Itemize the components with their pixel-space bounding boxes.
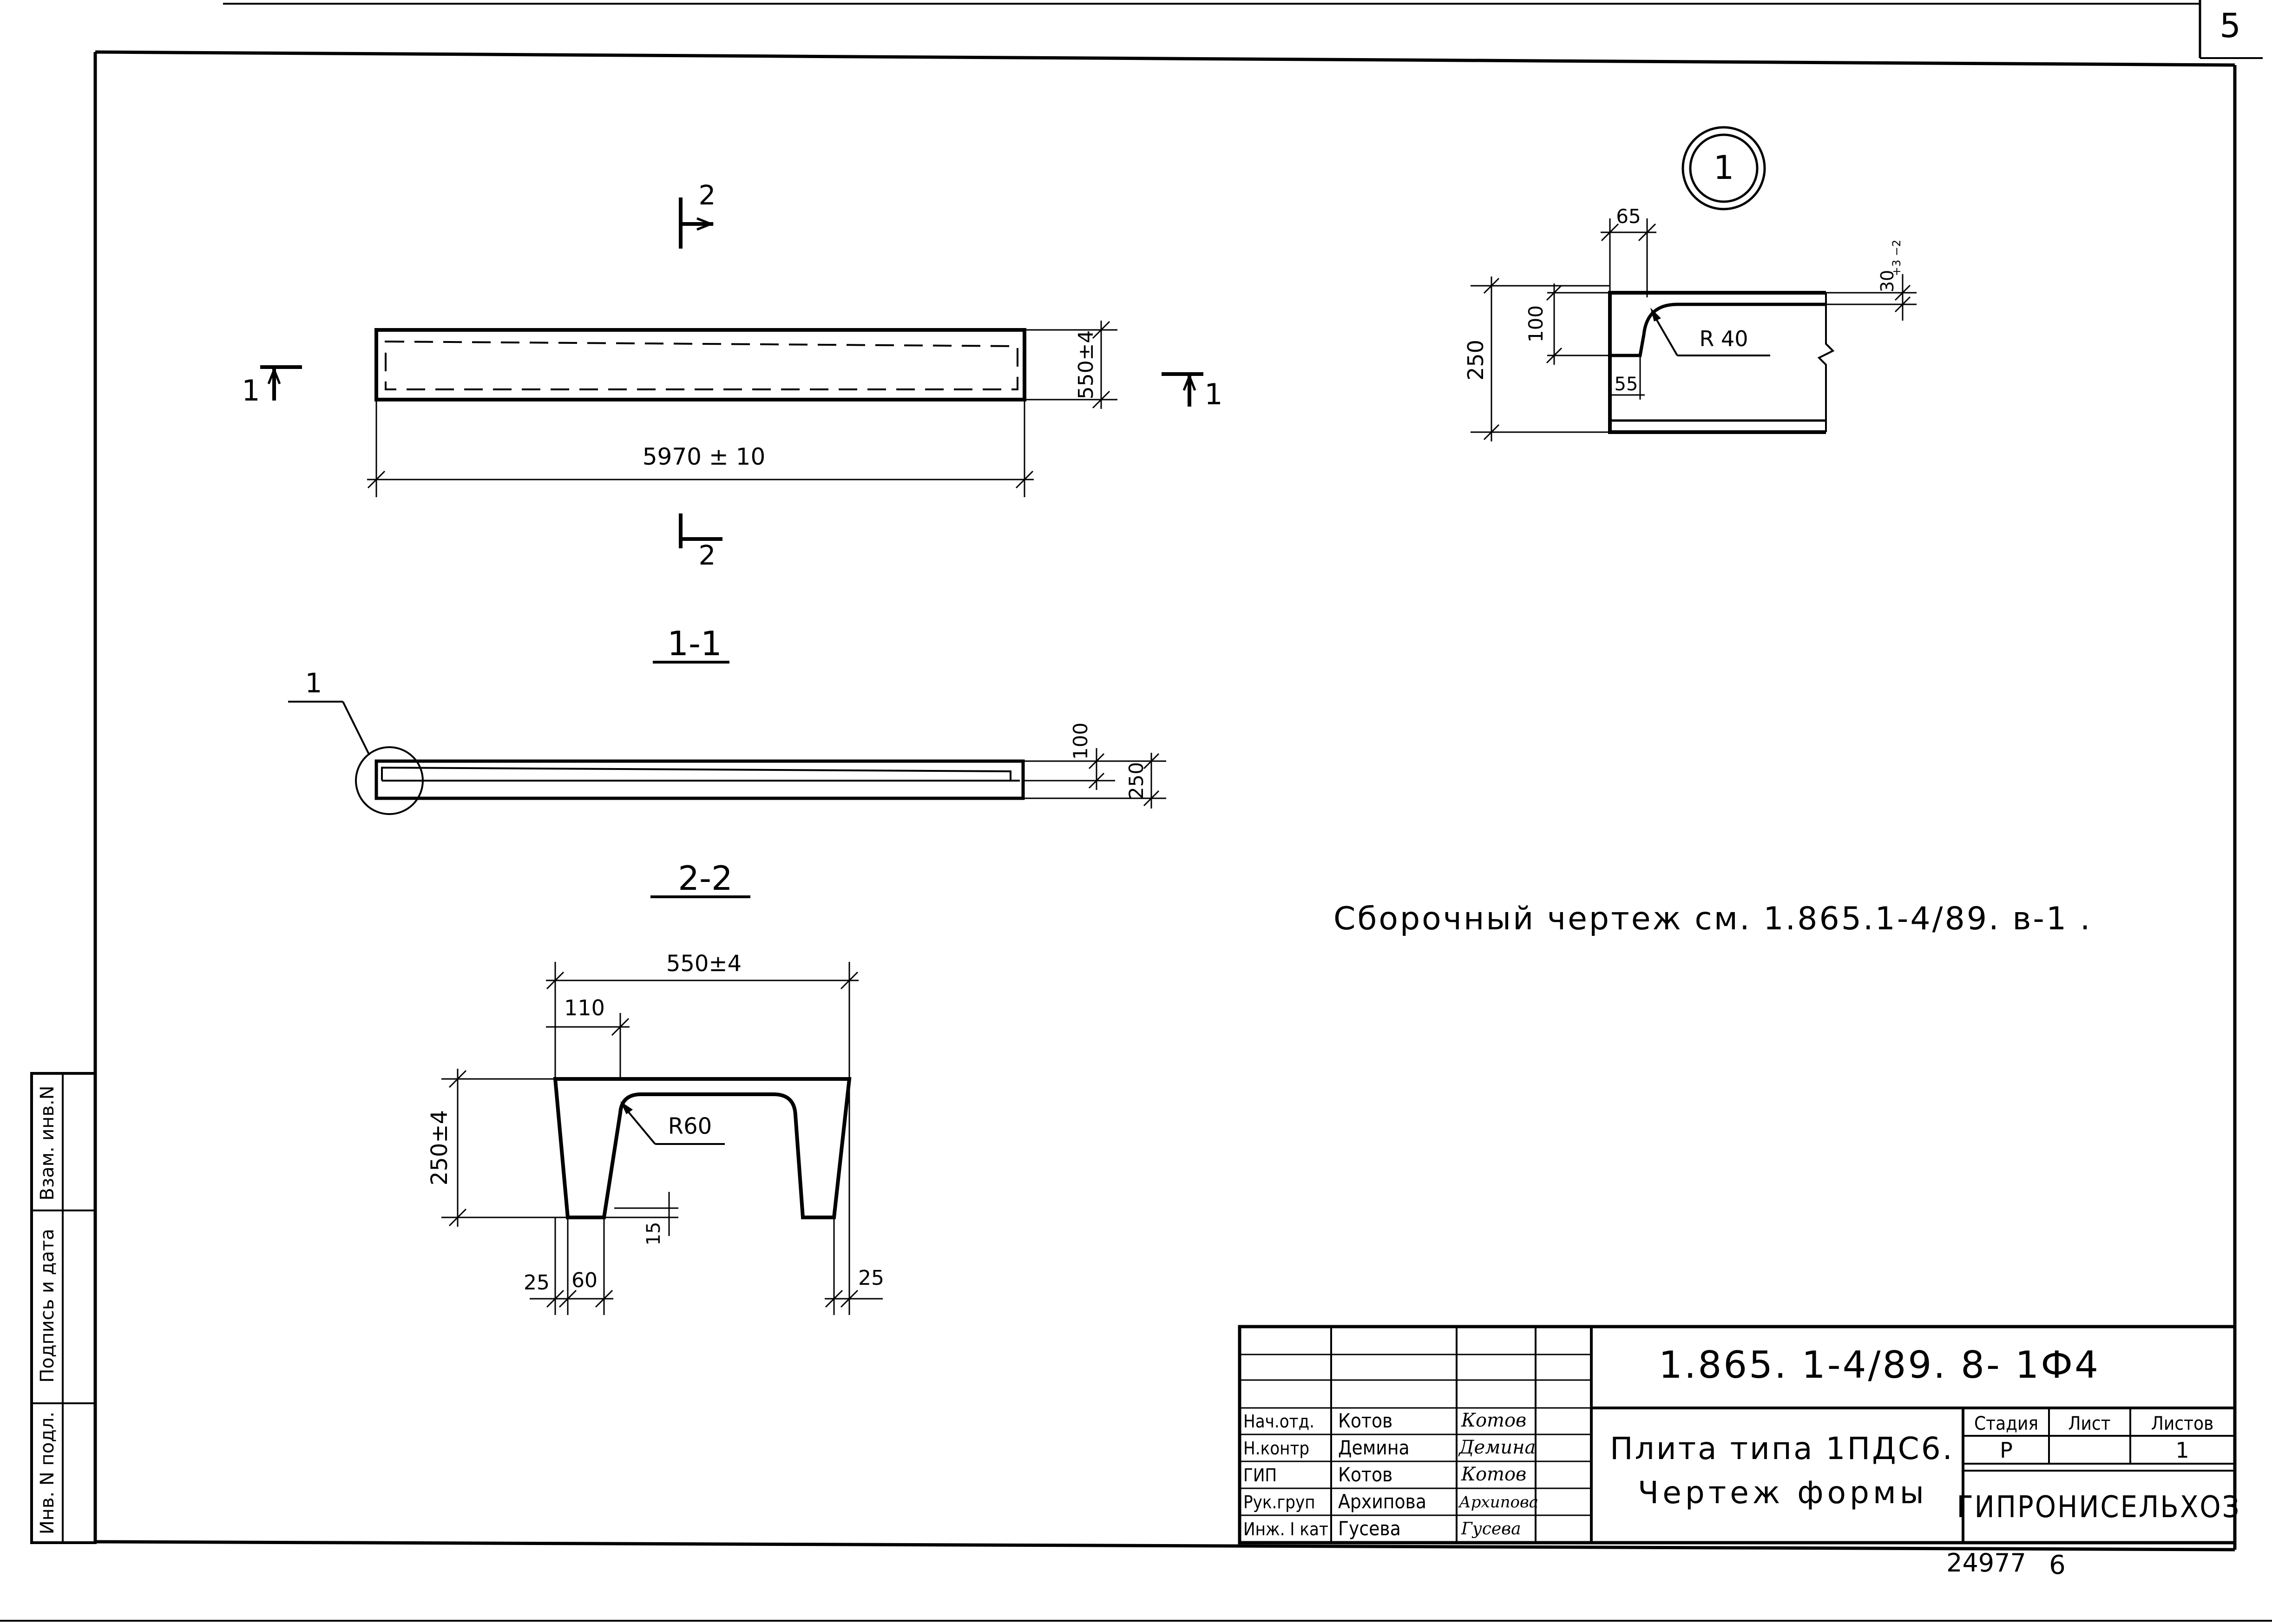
section-2-2-radius: R60 bbox=[668, 1113, 712, 1139]
detail-1-dim-100: 100 bbox=[1524, 305, 1547, 342]
sheet-header: Лист bbox=[2068, 1413, 2110, 1434]
signature-sign-2: Демина bbox=[1458, 1437, 1536, 1458]
section-1-1-callout: 1 bbox=[305, 667, 322, 699]
section-2-2-dim-60: 60 bbox=[571, 1269, 598, 1292]
section-2-2-dim-110: 110 bbox=[564, 995, 605, 1020]
plan-width-dim: 550±4 bbox=[1074, 330, 1098, 400]
bottom-number-suffix: 6 bbox=[2049, 1550, 2066, 1580]
detail-1-marker: 1 bbox=[1714, 149, 1734, 187]
stamp-vzam-inv: Взам. инв.N bbox=[37, 1085, 58, 1200]
plan-length-dim: 5970 ± 10 bbox=[643, 443, 766, 470]
section-2-2-dim-15: 15 bbox=[643, 1222, 664, 1246]
side-stamp: Взам. инв.N Подпись и дата Инв. N подл. bbox=[30, 1072, 97, 1544]
signature-sign-4: Архипова bbox=[1458, 1493, 1538, 1512]
signature-name-2: Демина bbox=[1338, 1436, 1410, 1459]
section-1-1: 1-1 1 100 250 bbox=[288, 624, 1166, 815]
section-mark-2-top: 2 bbox=[699, 179, 716, 211]
detail-1: 1 65 30 +3 −2 100 250 bbox=[1463, 126, 1917, 441]
detail-1-radius: R 40 bbox=[1699, 326, 1748, 351]
assembly-note: Сборочный чертеж см. 1.865.1-4/89. в-1 . bbox=[1333, 901, 2092, 937]
section-1-1-dim-100: 100 bbox=[1069, 723, 1092, 760]
section-1-1-dim-250: 250 bbox=[1125, 762, 1148, 799]
stamp-sign-date: Подпись и дата bbox=[37, 1229, 58, 1382]
signature-name-4: Архипова bbox=[1338, 1490, 1426, 1513]
section-mark-1-left: 1 bbox=[242, 374, 260, 408]
organization: ГИПРОНИСЕЛЬХОЗ bbox=[1957, 1490, 2241, 1525]
section-2-2-title: 2-2 bbox=[678, 859, 733, 898]
detail-1-dim-65: 65 bbox=[1616, 205, 1641, 228]
signature-sign-3: Котов bbox=[1461, 1464, 1526, 1485]
signature-role-4: Рук.груп bbox=[1243, 1492, 1315, 1512]
section-2-2-dim-width: 550±4 bbox=[666, 951, 742, 977]
title-block: Нач.отд. Котов Котов Н.контр Демина Деми… bbox=[1238, 1325, 2241, 1545]
drawing-name-line-2: Чертеж формы bbox=[1638, 1475, 1928, 1511]
signature-role-5: Инж. I кат bbox=[1243, 1519, 1328, 1539]
section-2-2-dim-25-left: 25 bbox=[524, 1271, 550, 1295]
drawing-name-line-1: Плита типа 1ПДС6. bbox=[1610, 1431, 1954, 1466]
detail-1-dim-30-tol: +3 −2 bbox=[1890, 240, 1903, 276]
plan-view: 550±4 5970 ± 10 1 1 2 2 bbox=[242, 179, 1222, 571]
signature-name-1: Котов bbox=[1338, 1409, 1392, 1432]
signature-role-2: Н.контр bbox=[1243, 1438, 1309, 1459]
section-mark-1-right: 1 bbox=[1204, 377, 1222, 411]
section-2-2: 2-2 550±4 110 250±4 R60 15 bbox=[427, 859, 884, 1315]
sheets-header: Листов bbox=[2151, 1413, 2213, 1434]
section-2-2-dim-25-right: 25 bbox=[858, 1266, 884, 1290]
signature-role-1: Нач.отд. bbox=[1243, 1411, 1314, 1432]
detail-1-dim-55: 55 bbox=[1615, 374, 1638, 395]
bottom-number: 24977 bbox=[1946, 1548, 2026, 1578]
section-mark-2-bottom: 2 bbox=[699, 539, 716, 571]
stage-value: Р bbox=[2000, 1438, 2013, 1463]
document-code: 1.865. 1-4/89. 8- 1Ф4 bbox=[1659, 1343, 2100, 1387]
signature-sign-5: Гусева bbox=[1461, 1519, 1521, 1539]
section-1-1-title: 1-1 bbox=[667, 624, 722, 663]
signature-name-3: Котов bbox=[1338, 1463, 1392, 1486]
sheets-value: 1 bbox=[2175, 1438, 2189, 1463]
stage-header: Стадия bbox=[1974, 1413, 2038, 1434]
signature-role-3: ГИП bbox=[1243, 1465, 1277, 1486]
detail-1-dim-250: 250 bbox=[1463, 340, 1488, 381]
stamp-inv-podl: Инв. N подл. bbox=[37, 1412, 58, 1534]
signature-sign-1: Котов bbox=[1461, 1410, 1526, 1431]
signature-name-5: Гусева bbox=[1338, 1517, 1401, 1540]
page-number: 5 bbox=[2219, 6, 2241, 45]
detail-1-dim-30: 30 bbox=[1877, 270, 1898, 292]
section-2-2-dim-height: 250±4 bbox=[427, 1110, 453, 1185]
